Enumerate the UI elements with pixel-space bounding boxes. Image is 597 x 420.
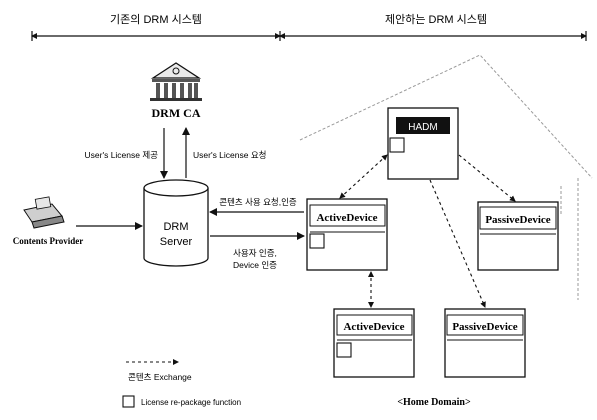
existing-system-range: 기존의 DRM 시스템: [31, 13, 281, 41]
license-repackage-icon: [122, 395, 135, 408]
content-request-label: 콘텐츠 사용 요청,인증: [219, 197, 297, 207]
existing-system-label: 기존의 DRM 시스템: [110, 13, 202, 26]
license-repackage-icon: [389, 137, 405, 153]
user-auth-label: 사용자 인증,: [233, 248, 277, 258]
device-auth-label: Device 인증: [233, 260, 277, 270]
passive-device-2-label: PassiveDevice: [452, 321, 517, 333]
hadm-node: HADM: [387, 107, 459, 180]
content-exchange-links: [339, 154, 516, 308]
license-issue-label: User's License 제공: [85, 150, 159, 160]
home-domain-house-outline: [299, 54, 593, 300]
license-request-label: User's License 요청: [193, 150, 266, 160]
license-repackage-icon: [336, 342, 352, 358]
proposed-system-range: 제안하는 DRM 시스템: [279, 12, 587, 41]
bank-building-icon: [150, 62, 202, 101]
drm-server-label-line2: Server: [160, 236, 193, 248]
passive-device-node-1: PassiveDevice: [477, 201, 559, 271]
active-device-node-2: ActiveDevice: [333, 308, 415, 378]
license-repackage-icon: [309, 233, 325, 249]
proposed-system-label: 제안하는 DRM 시스템: [385, 12, 487, 26]
legend-exchange-label: 콘텐츠 Exchange: [128, 372, 192, 382]
legend-repackage-label: License re-package function: [141, 398, 241, 407]
drm-ca-label: DRM CA: [152, 106, 201, 120]
passive-device-node-2: PassiveDevice: [444, 308, 526, 378]
passive-device-1-label: PassiveDevice: [485, 214, 550, 226]
database-cylinder-icon: [143, 179, 209, 267]
computer-icon: [23, 196, 65, 229]
hadm-label-bg: [396, 117, 450, 134]
drm-server-label-line1: DRM: [163, 221, 188, 233]
hadm-label: HADM: [408, 122, 437, 133]
contents-provider-label: Contents Provider: [13, 236, 84, 246]
active-device-2-label: ActiveDevice: [343, 321, 404, 333]
legend: 콘텐츠 Exchange License re-package function: [122, 359, 241, 408]
active-device-1-label: ActiveDevice: [316, 212, 377, 224]
active-device-node-1: ActiveDevice: [306, 198, 388, 271]
home-domain-label: <Home Domain>: [397, 397, 471, 408]
